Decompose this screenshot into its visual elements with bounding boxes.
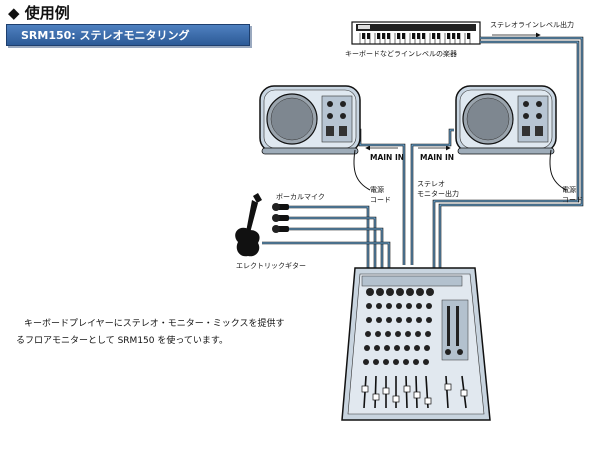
power-cord-right-label: 電源 コード bbox=[562, 185, 583, 204]
stereo-monitor-out-label: ステレオ モニター出力 bbox=[417, 180, 459, 198]
stereo-line-out-label: ステレオラインレベル出力 bbox=[490, 20, 574, 29]
description-line-2: るフロアモニターとして SRM150 を使っています。 bbox=[16, 336, 229, 346]
power-cord-right-line1: 電源 bbox=[562, 185, 576, 194]
power-cord-left-line2: コード bbox=[370, 196, 391, 204]
mic-cables bbox=[262, 205, 391, 278]
stereo-monitor-out-line2: モニター出力 bbox=[417, 189, 459, 198]
keyboard-cables bbox=[432, 36, 584, 278]
speaker-right-icon bbox=[455, 85, 557, 155]
electric-guitar-icon bbox=[235, 193, 262, 257]
description-line-1: キーボードプレイヤーにステレオ・モニター・ミックスを提供す bbox=[24, 319, 285, 329]
keyboard-icon bbox=[351, 21, 481, 45]
main-in-label-left: MAIN IN bbox=[370, 153, 404, 162]
power-cord-left-icon bbox=[353, 149, 371, 191]
power-cord-right-icon bbox=[549, 149, 567, 191]
power-cord-right-line2: コード bbox=[562, 196, 583, 204]
vocal-mic-label: ボーカルマイク bbox=[276, 193, 325, 201]
main-in-label-right: MAIN IN bbox=[420, 153, 454, 162]
speaker-left-icon bbox=[259, 85, 361, 155]
section-heading: ◆ 使用例 bbox=[8, 4, 70, 22]
section-banner: SRM150: ステレオモニタリング bbox=[6, 24, 250, 46]
mixer-console-icon bbox=[341, 267, 491, 421]
description: キーボードプレイヤーにステレオ・モニター・ミックスを提供す るフロアモニターとし… bbox=[16, 316, 306, 350]
keyboard-label: キーボードなどラインレベルの楽器 bbox=[345, 49, 457, 58]
electric-guitar-label: エレクトリックギター bbox=[236, 261, 306, 270]
stereo-monitor-out-line1: ステレオ bbox=[417, 180, 445, 188]
vocal-mic-icons bbox=[272, 203, 289, 233]
power-cord-left-line1: 電源 bbox=[370, 185, 384, 194]
power-cord-left-label: 電源 コード bbox=[370, 185, 391, 204]
banner-title: SRM150: ステレオモニタリング bbox=[21, 29, 190, 42]
